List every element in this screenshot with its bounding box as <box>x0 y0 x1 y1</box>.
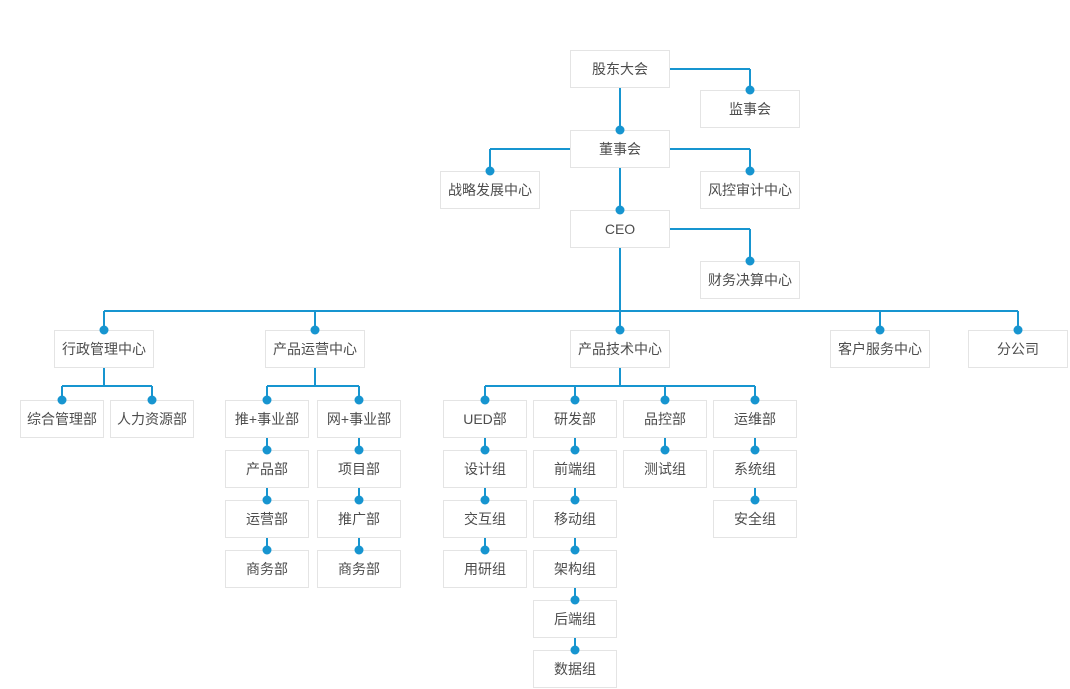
org-node-product: 产品部 <box>225 450 309 488</box>
org-node-label: 项目部 <box>338 461 380 477</box>
org-node-test: 测试组 <box>623 450 707 488</box>
org-node-label: 董事会 <box>599 141 641 157</box>
org-node-tui: 推+事业部 <box>225 400 309 438</box>
org-node-label: 产品技术中心 <box>578 341 662 357</box>
org-node-qc: 品控部 <box>623 400 707 438</box>
org-node-label: 安全组 <box>734 511 776 527</box>
org-node-label: 客户服务中心 <box>838 341 922 357</box>
org-node-board: 董事会 <box>570 130 670 168</box>
org-node-label: 战略发展中心 <box>448 182 532 198</box>
org-node-supervisory: 监事会 <box>700 90 800 128</box>
org-node-risk: 风控审计中心 <box>700 171 800 209</box>
org-node-data: 数据组 <box>533 650 617 688</box>
org-node-tech: 产品技术中心 <box>570 330 670 368</box>
org-node-label: 移动组 <box>554 511 596 527</box>
org-node-admin: 行政管理中心 <box>54 330 154 368</box>
org-node-label: 产品运营中心 <box>273 341 357 357</box>
org-node-research: 用研组 <box>443 550 527 588</box>
org-node-label: UED部 <box>463 411 507 427</box>
org-node-label: 行政管理中心 <box>62 341 146 357</box>
org-node-general: 综合管理部 <box>20 400 104 438</box>
org-node-label: 分公司 <box>997 341 1039 357</box>
org-node-label: 系统组 <box>734 461 776 477</box>
org-node-service: 客户服务中心 <box>830 330 930 368</box>
org-node-biz2: 商务部 <box>317 550 401 588</box>
org-node-shareholders: 股东大会 <box>570 50 670 88</box>
org-node-label: 风控审计中心 <box>708 182 792 198</box>
org-node-label: 商务部 <box>246 561 288 577</box>
org-node-op: 产品运营中心 <box>265 330 365 368</box>
org-node-ceo: CEO <box>570 210 670 248</box>
org-node-design: 设计组 <box>443 450 527 488</box>
org-node-label: 交互组 <box>464 511 506 527</box>
org-node-frontend: 前端组 <box>533 450 617 488</box>
org-node-label: 财务决算中心 <box>708 272 792 288</box>
org-node-label: 商务部 <box>338 561 380 577</box>
org-node-interact: 交互组 <box>443 500 527 538</box>
org-node-rd: 研发部 <box>533 400 617 438</box>
org-node-label: 运维部 <box>734 411 776 427</box>
org-node-label: 网+事业部 <box>326 411 392 427</box>
org-node-label: 研发部 <box>554 411 596 427</box>
org-node-label: 人力资源部 <box>117 411 187 427</box>
org-node-biz1: 商务部 <box>225 550 309 588</box>
org-node-wang: 网+事业部 <box>317 400 401 438</box>
org-node-hr: 人力资源部 <box>110 400 194 438</box>
org-node-mobile: 移动组 <box>533 500 617 538</box>
org-node-label: 推+事业部 <box>234 411 300 427</box>
org-node-label: CEO <box>604 221 636 237</box>
org-node-label: 架构组 <box>554 561 596 577</box>
org-node-label: 产品部 <box>246 461 288 477</box>
org-node-finance: 财务决算中心 <box>700 261 800 299</box>
org-node-label: 监事会 <box>729 101 771 117</box>
org-node-label: 数据组 <box>554 661 596 677</box>
org-node-ued: UED部 <box>443 400 527 438</box>
org-node-project: 项目部 <box>317 450 401 488</box>
org-node-label: 设计组 <box>464 461 506 477</box>
org-node-label: 运营部 <box>246 511 288 527</box>
org-node-operate: 运营部 <box>225 500 309 538</box>
org-node-label: 推广部 <box>338 511 380 527</box>
org-node-backend: 后端组 <box>533 600 617 638</box>
org-node-label: 用研组 <box>464 561 506 577</box>
org-node-promo: 推广部 <box>317 500 401 538</box>
org-node-branch: 分公司 <box>968 330 1068 368</box>
org-node-ops: 运维部 <box>713 400 797 438</box>
org-node-label: 品控部 <box>644 411 686 427</box>
org-node-label: 股东大会 <box>592 61 648 77</box>
org-node-label: 测试组 <box>644 461 686 477</box>
org-node-strategy: 战略发展中心 <box>440 171 540 209</box>
org-node-label: 前端组 <box>554 461 596 477</box>
org-node-label: 后端组 <box>554 611 596 627</box>
org-node-security: 安全组 <box>713 500 797 538</box>
org-node-arch: 架构组 <box>533 550 617 588</box>
org-node-label: 综合管理部 <box>27 411 97 427</box>
org-node-system: 系统组 <box>713 450 797 488</box>
